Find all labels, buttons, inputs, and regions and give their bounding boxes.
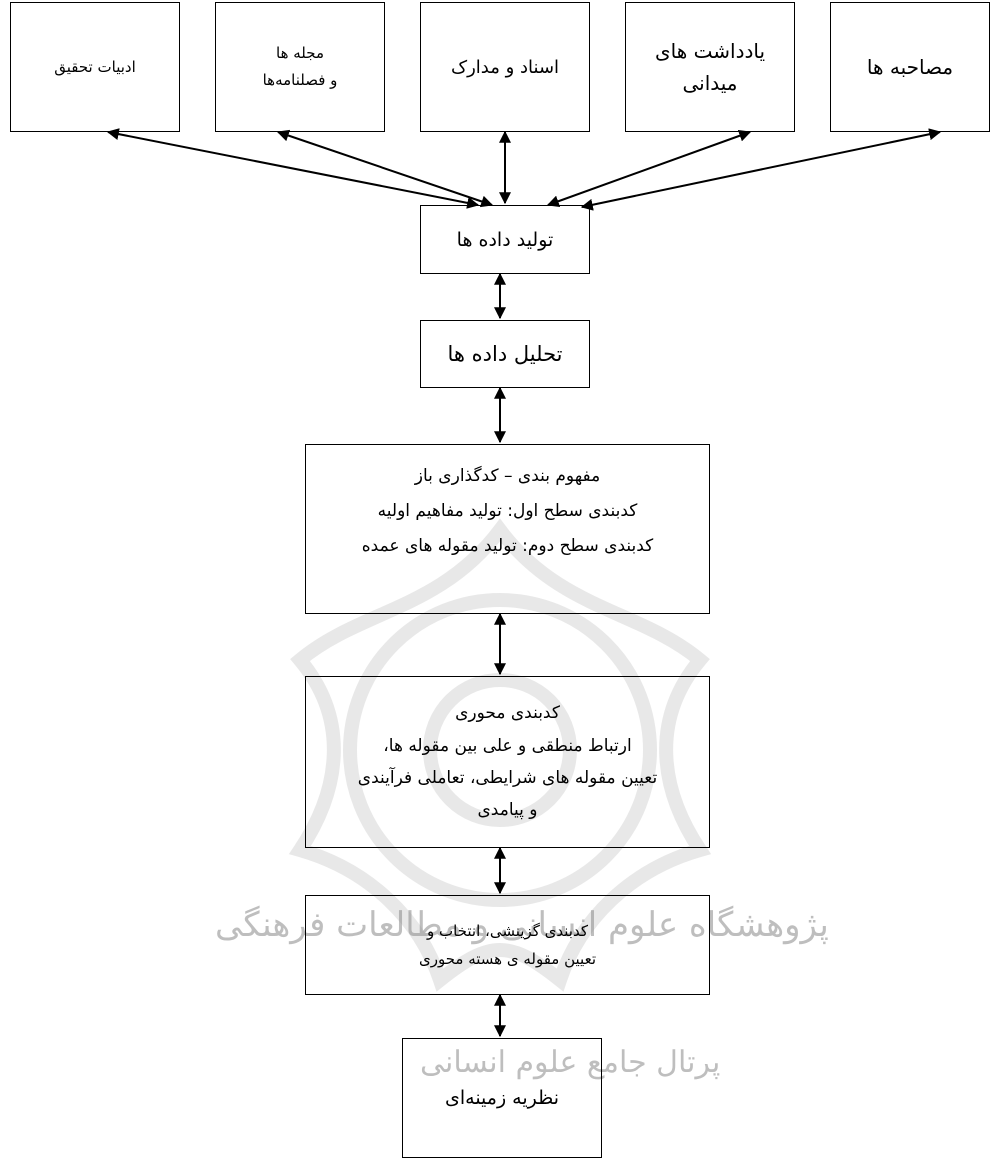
source-field-notes-label-line1: یادداشت های bbox=[654, 39, 766, 63]
step-selective-coding-box: کدبندی گزینشی، انتخاب و تعیین مقوله ی هس… bbox=[305, 895, 710, 995]
source-field-notes-label-line2: میدانی bbox=[682, 71, 738, 95]
step-axial-coding-title: کدبندی محوری bbox=[455, 703, 560, 724]
arrow-interviews-to-generation bbox=[580, 128, 942, 211]
arrow-journals-to-generation bbox=[276, 129, 494, 208]
step-open-coding-box: مفهوم بندی – کدگذاری باز کدبندی سطح اول:… bbox=[305, 444, 710, 614]
step-grounded-theory-box: نظریه زمینه‌ای bbox=[402, 1038, 602, 1158]
source-journals-label-line1: مجله ها bbox=[276, 44, 324, 62]
step-data-generation-label: تولید داده ها bbox=[456, 228, 554, 251]
source-journals-label-line2: و فصلنامه‌ها bbox=[262, 71, 338, 89]
step-axial-coding-line4: و پیامدی bbox=[477, 800, 538, 821]
step-data-analysis-label: تحلیل داده ها bbox=[447, 342, 563, 366]
step-open-coding-line3: کدبندی سطح دوم: تولید مقوله های عمده bbox=[361, 535, 654, 556]
step-grounded-theory-label: نظریه زمینه‌ای bbox=[444, 1087, 560, 1109]
source-literature-label: ادبیات تحقیق bbox=[54, 58, 136, 76]
arrow-literature-to-generation bbox=[106, 128, 480, 209]
step-open-coding-line2: کدبندی سطح اول: تولید مفاهیم اولیه bbox=[377, 500, 638, 521]
arrow-fieldnotes-to-generation bbox=[546, 130, 752, 207]
step-axial-coding-line3: تعیین مقوله های شرایطی، تعاملی فرآیندی bbox=[357, 768, 658, 788]
source-documents-label: اسناد و مدارک bbox=[450, 56, 560, 78]
source-documents-box: اسناد و مدارک bbox=[420, 2, 590, 132]
step-open-coding-title: مفهوم بندی – کدگذاری باز bbox=[414, 466, 601, 486]
step-selective-coding-line1: کدبندی گزینشی، انتخاب و bbox=[427, 921, 588, 940]
source-interviews-box: مصاحبه ها bbox=[830, 2, 990, 132]
step-data-analysis-box: تحلیل داده ها bbox=[420, 320, 590, 388]
step-axial-coding-line2: ارتباط منطقی و علی بین مقوله ها، bbox=[383, 735, 632, 756]
step-axial-coding-box: کدبندی محوری ارتباط منطقی و علی بین مقول… bbox=[305, 676, 710, 848]
source-literature-box: ادبیات تحقیق bbox=[10, 2, 180, 132]
step-data-generation-box: تولید داده ها bbox=[420, 205, 590, 274]
step-selective-coding-line2: تعیین مقوله ی هسته محوری bbox=[419, 950, 596, 968]
source-journals-box: مجله ها و فصلنامه‌ها bbox=[215, 2, 385, 132]
source-field-notes-box: یادداشت های میدانی bbox=[625, 2, 795, 132]
source-interviews-label: مصاحبه ها bbox=[866, 55, 954, 79]
